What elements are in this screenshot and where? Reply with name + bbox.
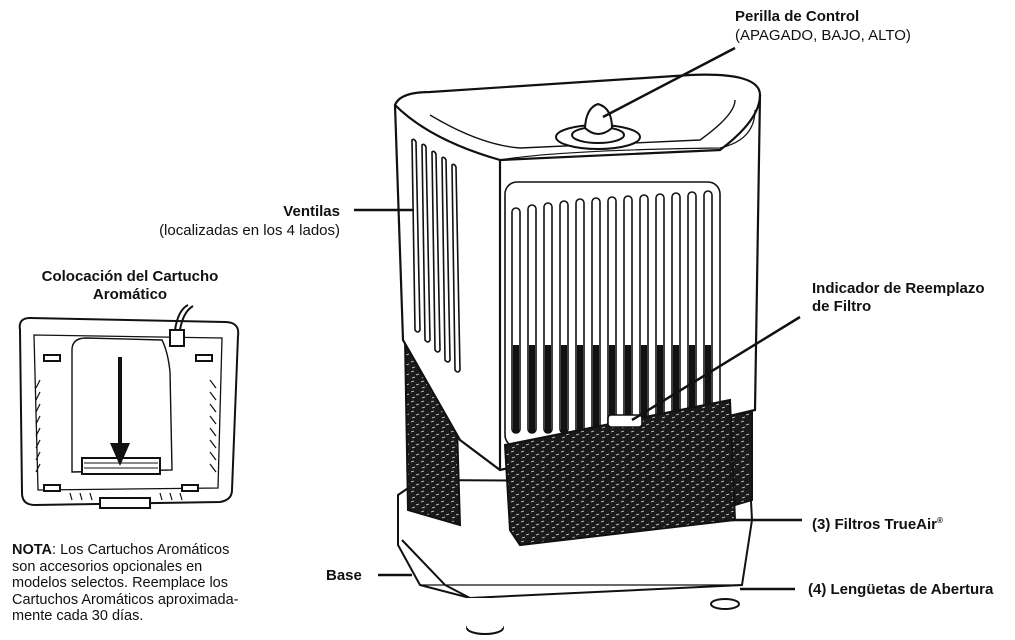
cartridge-inset-ribs xyxy=(35,379,217,501)
cartridge-title-line1: Colocación del Cartucho xyxy=(41,268,219,285)
vent-shadows xyxy=(513,345,711,433)
front-filter xyxy=(503,398,737,547)
note-line-1-text: : Los Cartuchos Aromáticos xyxy=(52,542,230,558)
control-knob-settings: (APAGADO, BAJO, ALTO) xyxy=(735,27,911,44)
vents-title: Ventilas xyxy=(283,203,340,220)
note-line-3: modelos selectos. Reemplace los xyxy=(12,575,228,591)
cartridge-inset xyxy=(18,304,240,509)
filters-label-text: (3) Filtros TrueAir xyxy=(812,516,938,533)
tabs-label: (4) Lengüetas de Abertura xyxy=(808,581,994,598)
insertion-arrow xyxy=(110,357,130,466)
control-knob xyxy=(555,102,641,150)
vents-location: (localizadas en los 4 lados) xyxy=(159,222,340,239)
note-heading: NOTA xyxy=(12,542,53,558)
filter-indicator-label-line1: Indicador de Reemplazo xyxy=(812,280,985,297)
filters-label: (3) Filtros TrueAir® xyxy=(812,512,943,533)
filter-indicator-label-line2: de Filtro xyxy=(812,298,872,315)
cartridge-title-line2: Aromático xyxy=(92,286,168,303)
note-line-1: NOTA: Los Cartuchos Aromáticos xyxy=(12,542,302,559)
cartridge-note: NOTA: Los Cartuchos Aromáticos son acces… xyxy=(12,542,302,625)
side-vents xyxy=(411,138,461,373)
base-label: Base xyxy=(326,567,362,584)
note-line-4: Cartuchos Aromáticos aproximada- xyxy=(12,591,239,608)
note-line-5: mente cada 30 días. xyxy=(12,608,144,624)
control-knob-title: Perilla de Control xyxy=(735,8,860,25)
note-line-2: son accesorios opcionales en xyxy=(12,558,203,575)
leader-lines xyxy=(354,46,802,591)
registered-mark: ® xyxy=(937,516,943,525)
